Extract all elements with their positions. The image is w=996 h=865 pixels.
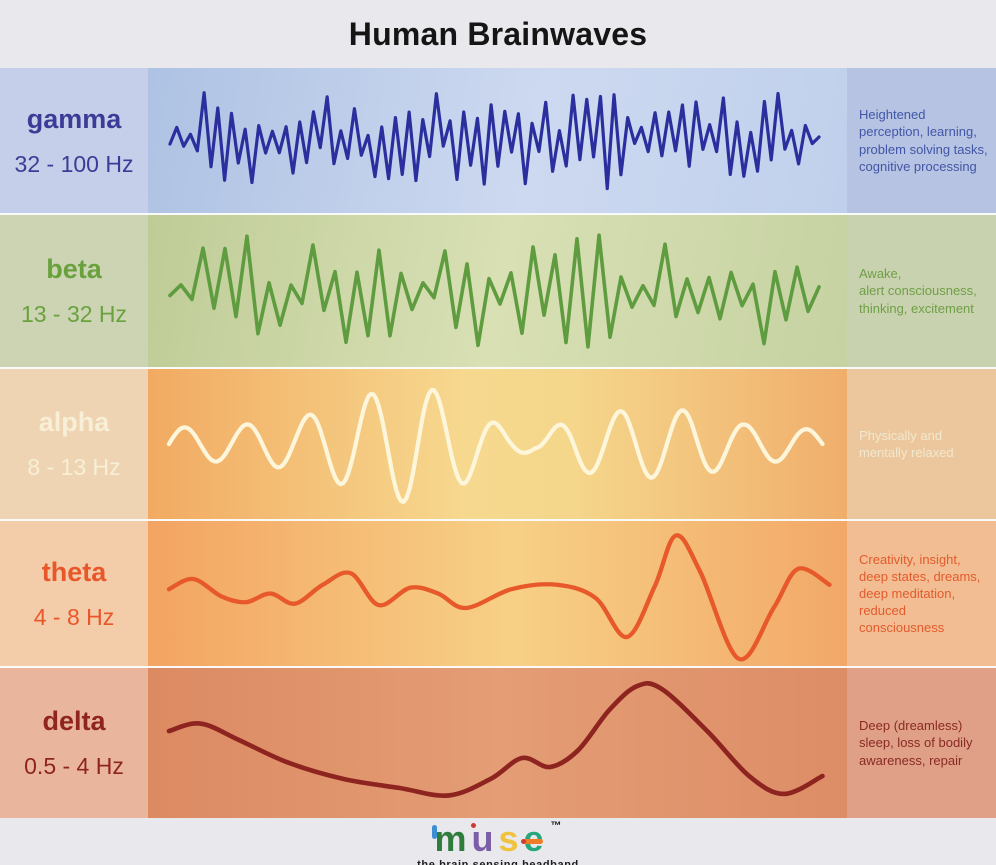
beta-name: beta — [46, 254, 102, 284]
beta-description: Awake, alert consciousness, thinking, ex… — [859, 266, 977, 316]
delta-waveform — [166, 681, 825, 799]
beta-waveform-panel — [148, 215, 847, 367]
gamma-frequency: 32 - 100 Hz — [14, 150, 134, 177]
brainwave-row-delta: delta 0.5 - 4 Hz Deep (dreamless) sleep,… — [0, 666, 996, 818]
muse-letter-u: u — [471, 817, 499, 859]
muse-tagline: the brain sensing headband — [417, 858, 579, 865]
alpha-waveform-panel — [148, 369, 847, 519]
delta-label-panel: delta 0.5 - 4 Hz — [0, 668, 148, 818]
muse-logo: m u s e ™ the brain sensing headband — [417, 817, 579, 865]
footer: m u s e ™ the brain sensing headband — [0, 818, 996, 865]
theta-name: theta — [41, 556, 107, 587]
muse-letter-s: s — [498, 817, 524, 859]
beta-waveform — [168, 233, 821, 349]
muse-wordmark: m u s e ™ — [432, 817, 562, 859]
trademark-symbol: ™ — [550, 819, 562, 832]
alpha-description-panel: Physically and mentally relaxed — [847, 369, 996, 519]
alpha-waveform — [166, 388, 825, 504]
delta-description-panel: Deep (dreamless) sleep, loss of bodily a… — [847, 668, 996, 818]
brainwave-row-alpha: alpha 8 - 13 Hz Physically and mentally … — [0, 367, 996, 519]
muse-letter-m: m — [432, 817, 472, 859]
alpha-name: alpha — [38, 407, 110, 437]
beta-label-panel: beta 13 - 32 Hz — [0, 215, 148, 367]
page-title: Human Brainwaves — [348, 15, 648, 52]
theta-waveform-panel — [148, 521, 847, 666]
gamma-description-panel: Heightened perception, learning, problem… — [847, 68, 996, 213]
gamma-label-panel: gamma 32 - 100 Hz — [0, 68, 148, 213]
gamma-waveform — [168, 91, 821, 191]
theta-label-panel: theta 4 - 8 Hz — [0, 521, 148, 666]
alpha-description: Physically and mentally relaxed — [859, 427, 954, 460]
brainwave-row-theta: theta 4 - 8 Hz Creativity, insight, deep… — [0, 519, 996, 666]
delta-frequency: 0.5 - 4 Hz — [24, 753, 124, 779]
theta-description: Creativity, insight, deep states, dreams… — [859, 551, 981, 636]
theta-frequency: 4 - 8 Hz — [33, 603, 115, 630]
beta-description-panel: Awake, alert consciousness, thinking, ex… — [847, 215, 996, 367]
beta-frequency: 13 - 32 Hz — [20, 301, 128, 327]
gamma-name: gamma — [26, 103, 122, 134]
alpha-label-panel: alpha 8 - 13 Hz — [0, 369, 148, 519]
delta-description: Deep (dreamless) sleep, loss of bodily a… — [859, 718, 973, 768]
theta-description-panel: Creativity, insight, deep states, dreams… — [847, 521, 996, 666]
alpha-frequency: 8 - 13 Hz — [27, 454, 121, 480]
brainwave-row-beta: beta 13 - 32 Hz Awake, alert consciousne… — [0, 213, 996, 367]
delta-waveform-panel — [148, 668, 847, 818]
theta-waveform — [166, 533, 832, 662]
brainwave-row-gamma: gamma 32 - 100 Hz Heightened perception,… — [0, 68, 996, 213]
muse-letter-e: e — [520, 817, 549, 859]
gamma-description: Heightened perception, learning, problem… — [859, 107, 988, 174]
gamma-waveform-panel — [148, 68, 847, 213]
header: Human Brainwaves — [0, 0, 996, 68]
delta-name: delta — [42, 706, 106, 736]
